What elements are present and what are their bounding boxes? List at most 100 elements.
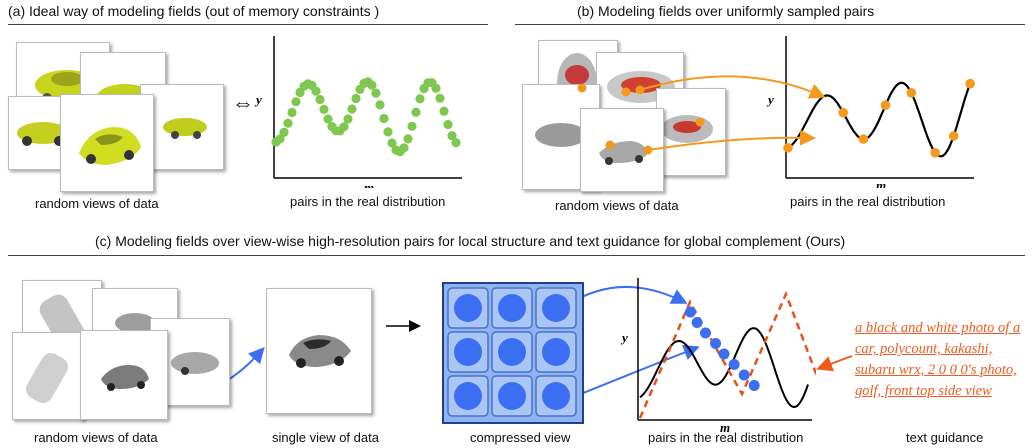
gray-car-image	[171, 352, 219, 375]
panel-c-views-caption: random views of data	[34, 430, 158, 445]
sampled-pair-point	[858, 134, 869, 144]
grid-point	[498, 382, 526, 410]
ideal-pair-point	[435, 93, 445, 103]
sampled-pair-point	[948, 131, 959, 141]
ideal-pairs-points	[271, 77, 461, 157]
panel-b-plot: y m	[766, 36, 975, 188]
ideal-pair-point	[319, 104, 329, 114]
sampled-pair-point	[965, 78, 975, 89]
gray-car-image	[115, 313, 155, 333]
ideal-pair-point	[403, 134, 413, 144]
view-pair-point	[700, 327, 711, 339]
ideal-pair-point	[431, 83, 441, 93]
ideal-pair-point	[291, 97, 301, 107]
view-pair-point	[710, 338, 722, 349]
panel-c-rule	[8, 255, 1025, 256]
view-card	[580, 108, 664, 192]
sampled-pair-point	[930, 147, 940, 158]
silver-car-image	[535, 123, 587, 147]
grid-point	[454, 338, 482, 366]
view-pair-point	[718, 348, 730, 360]
single-view-card	[266, 288, 372, 414]
single-view-caption: single view of data	[272, 430, 379, 445]
panel-c-plot-caption: pairs in the real distribution	[648, 430, 804, 445]
x-axis-label: m	[876, 178, 886, 188]
gray-car-image	[289, 335, 351, 368]
panel-b-title: (b) Modeling fields over uniformly sampl…	[577, 3, 875, 19]
ideal-pair-point	[411, 107, 421, 117]
sampled-pair-point	[906, 88, 917, 98]
grid-point	[454, 382, 482, 410]
ideal-pair-point	[323, 114, 333, 124]
view-pair-point	[748, 380, 760, 391]
y-axis-label: y	[254, 92, 262, 107]
ideal-pair-point	[287, 107, 297, 118]
view-pair-point	[691, 317, 703, 328]
panel-a-plot: y m	[254, 36, 462, 188]
panel-b-plot-caption: pairs in the real distribution	[790, 194, 946, 209]
view-pairs-points	[684, 306, 760, 391]
view-card	[12, 332, 84, 420]
ideal-pair-point	[351, 93, 361, 104]
view-card	[60, 94, 154, 192]
ideal-pair-point	[367, 80, 377, 90]
gray-car-image	[101, 365, 149, 391]
panel-c-title: (c) Modeling fields over view-wise high-…	[95, 233, 846, 249]
ideal-pair-point	[283, 118, 293, 128]
text-guidance: a black and white photo of a car, polyco…	[855, 320, 1021, 399]
silver-car-image	[599, 141, 647, 165]
grid-point	[498, 338, 526, 366]
sampled-pair-point	[880, 100, 891, 110]
sampled-pairs-points	[783, 78, 975, 158]
compressed-view-grid	[442, 282, 584, 424]
sampled-pair-point	[783, 143, 793, 153]
grid-point	[454, 294, 482, 322]
text-guidance-curve	[638, 290, 816, 419]
ideal-pair-point	[343, 114, 353, 124]
ideal-pair-point	[279, 127, 289, 137]
y-axis-label: y	[766, 92, 774, 107]
equivalence-icon: ⇔	[232, 90, 254, 115]
grid-point	[498, 294, 526, 322]
text-guidance-arrow	[816, 355, 853, 372]
view-card	[656, 88, 726, 176]
panel-c-plot: y m	[620, 278, 816, 432]
ideal-pair-point	[371, 88, 381, 98]
distribution-curve	[787, 79, 974, 158]
view-pair-point	[738, 369, 750, 381]
yellow-car-image	[79, 127, 141, 165]
text-guidance-caption: text guidance	[906, 430, 984, 445]
ideal-pair-point	[315, 94, 325, 105]
panel-b-views-caption: random views of data	[555, 198, 679, 213]
ideal-pair-point	[439, 106, 449, 116]
view-card	[80, 330, 168, 420]
panel-b-rule	[515, 24, 1025, 25]
ideal-pair-point	[407, 121, 417, 131]
ideal-pair-point	[387, 138, 397, 148]
ideal-pair-point	[379, 113, 389, 124]
panel-a-plot-caption: pairs in the real distribution	[290, 194, 446, 209]
distribution-curve	[639, 327, 809, 409]
y-axis-label: y	[620, 330, 628, 345]
x-axis-label: m	[720, 420, 730, 432]
ideal-pair-point	[311, 86, 321, 96]
sampled-pair-point	[838, 107, 848, 118]
ideal-pair-point	[339, 122, 349, 132]
grid-point	[542, 294, 570, 322]
grid-point	[542, 338, 570, 366]
silver-car-image	[661, 115, 713, 143]
yellow-car-image	[163, 118, 207, 139]
ideal-pair-point	[375, 100, 385, 110]
panel-a-views-caption: random views of data	[35, 196, 159, 211]
grid-cells	[447, 287, 577, 417]
panel-a-title: (a) Ideal way of modeling fields (out of…	[8, 3, 380, 19]
ideal-pair-point	[347, 104, 357, 114]
ideal-pair-point	[383, 127, 393, 137]
ideal-pair-point	[443, 119, 453, 130]
ideal-pair-point	[415, 94, 425, 104]
view-pair-point	[684, 306, 696, 318]
grid-point	[542, 382, 570, 410]
compressed-view-caption: compressed view	[470, 430, 571, 445]
ideal-pair-point	[447, 131, 457, 141]
x-axis-label: m	[364, 180, 374, 188]
